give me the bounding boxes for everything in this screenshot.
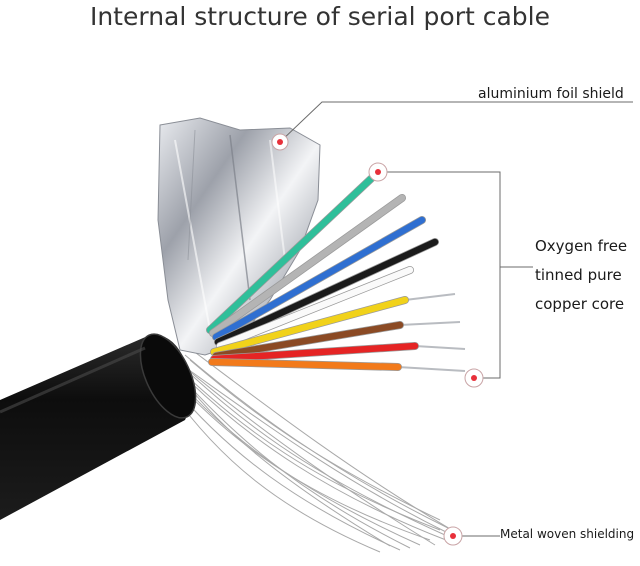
- wire-yellow: [210, 296, 409, 356]
- copper-core-red: [414, 345, 466, 350]
- core-bracket-line: [380, 171, 501, 379]
- core-label-line-1: Oxygen free: [535, 237, 628, 255]
- core-label-line-3: copper core: [535, 295, 625, 313]
- marker-shielding: [443, 526, 463, 546]
- braided-shield: [169, 349, 453, 553]
- metal-shielding-label: Metal woven shielding: [500, 527, 635, 541]
- aluminium-foil: [157, 117, 321, 356]
- copper-core-orange: [397, 366, 466, 372]
- wire-green: [206, 171, 379, 334]
- wire-black: [214, 238, 439, 346]
- leader-lines: [279, 101, 633, 537]
- wire-brown: [212, 321, 404, 360]
- copper-core-brown: [399, 321, 461, 326]
- wire-bundle: [206, 171, 466, 372]
- marker-core-top: [368, 162, 388, 182]
- marker-core-bottom: [464, 368, 484, 388]
- cable-jacket: [0, 333, 197, 520]
- foil-leader-line: [279, 101, 633, 143]
- foil-shield-label: aluminium foil shield: [478, 86, 624, 102]
- wire-blue: [212, 216, 426, 341]
- core-label-line-2: tinned pure: [535, 266, 622, 284]
- copper-core-yellow: [404, 293, 456, 301]
- wire-orange: [208, 358, 402, 371]
- marker-foil: [271, 133, 289, 151]
- wire-white: [216, 266, 414, 350]
- diagram-title: Internal structure of serial port cable: [89, 2, 551, 31]
- wire-grey: [209, 194, 406, 337]
- wire-red: [210, 342, 419, 363]
